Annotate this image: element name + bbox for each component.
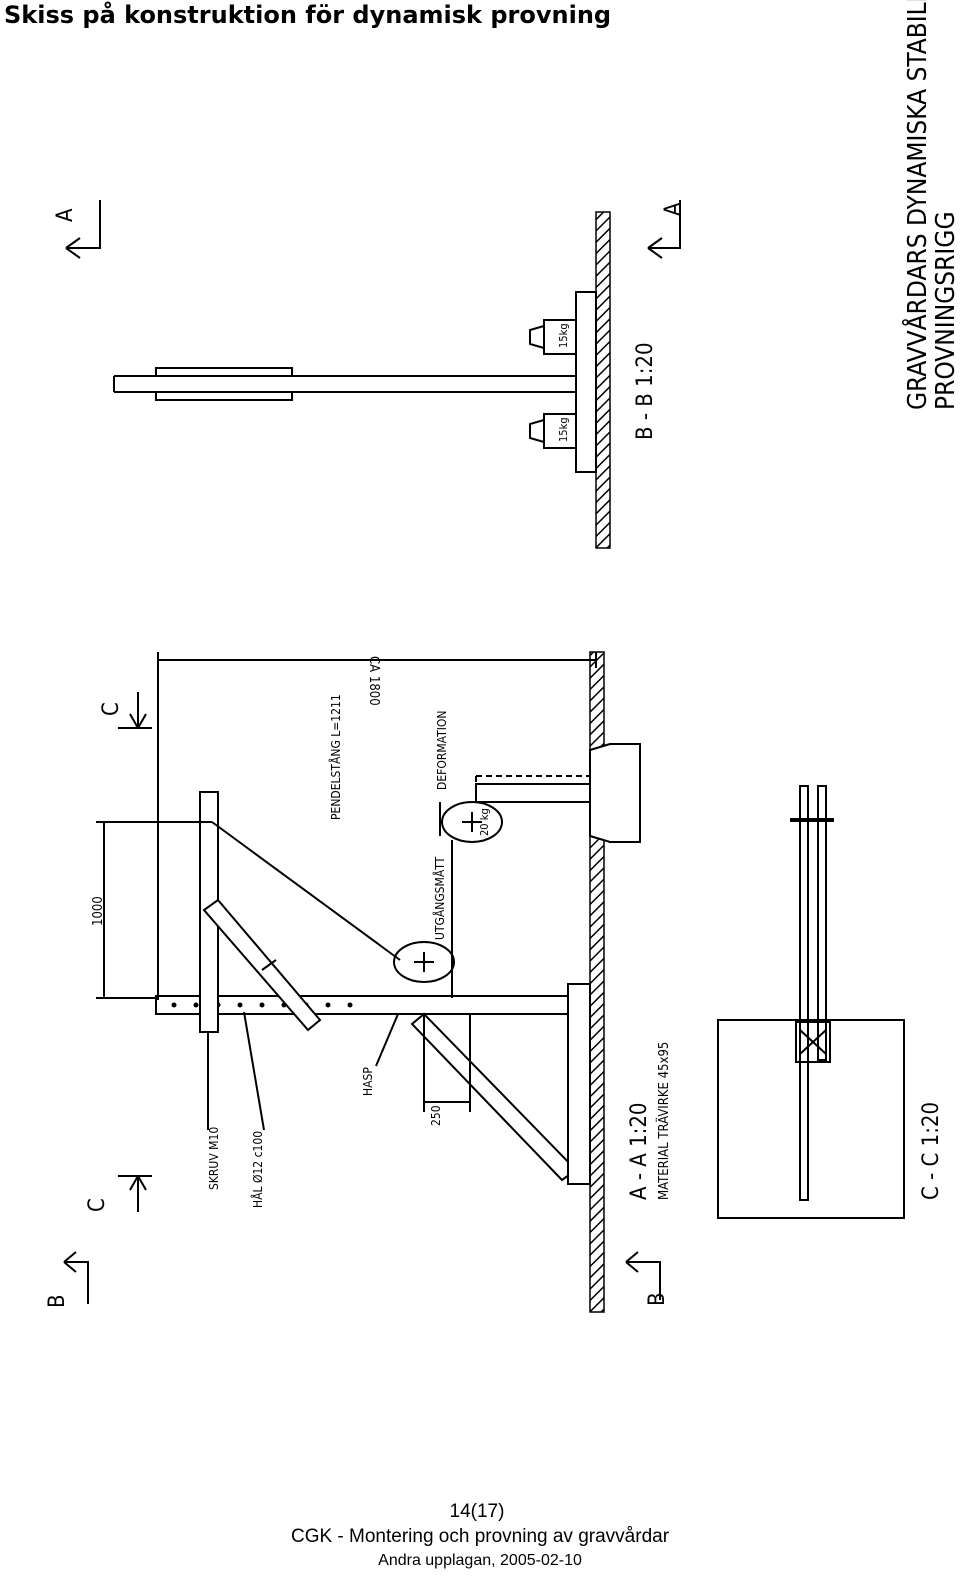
post-top-view (817, 785, 827, 1061)
label-skruv: SKRUV M10 (207, 1127, 221, 1190)
label-hal: HÅL Ø12 c100 (250, 1131, 265, 1208)
weight-15kg-right: 15kg (529, 413, 577, 449)
footer-title: CGK - Montering och provning av gravvård… (290, 1526, 670, 1547)
test-specimen (475, 783, 601, 803)
section-b-b-label: B - B 1:20 (633, 342, 658, 440)
section-marker-c (118, 692, 152, 729)
footer-edition: Andra upplagan, 2005-02-10 (378, 1552, 582, 1569)
dim-250: 250 (429, 1105, 443, 1126)
section-marker-b-label: B (45, 1294, 70, 1308)
upper-brace (202, 898, 322, 1032)
section-marker-b (625, 1251, 661, 1300)
lower-brace (410, 1012, 578, 1182)
brace-board (155, 367, 293, 377)
drawing-subtitle: PROVNINGSRIGG (931, 211, 960, 410)
swing-weight (393, 941, 455, 983)
bolt-holes (171, 1002, 353, 1008)
weight-15kg-label: 15kg (557, 417, 570, 442)
section-a-a: 20 kg CA 1800 1000 250 PENDELSTÅNG L=121… (45, 651, 672, 1313)
section-c-c: C - C 1:20 (717, 785, 944, 1219)
upright-beam (155, 995, 591, 1015)
target-weight (441, 801, 503, 843)
base-plate (575, 291, 597, 473)
label-utgangsmatt: UTGÅNGSMÅTT (432, 856, 447, 940)
section-marker-c-label: C (85, 1198, 110, 1212)
dim-1000: 1000 (91, 896, 106, 926)
page-title: Skiss på konstruktion för dynamisk provn… (4, 1, 612, 29)
section-marker-a (65, 200, 101, 259)
pendulum-rod (211, 821, 401, 961)
label-deformation: DEFORMATION (435, 711, 449, 790)
weight-15kg-label: 15kg (557, 323, 570, 348)
section-marker-a-label: A (53, 208, 78, 222)
post-top-view (799, 785, 809, 1201)
section-a-a-label: A - A 1:20 (627, 1102, 652, 1200)
label-hasp: HASP (361, 1067, 375, 1096)
base-platform (717, 1019, 905, 1219)
foot-beam (567, 983, 591, 1185)
label-pendelstang: PENDELSTÅNG L=1211 (328, 694, 343, 820)
page-number: 14(17) (449, 1501, 505, 1522)
section-marker-b (63, 1251, 89, 1304)
weight-15kg-left: 15kg (529, 319, 577, 355)
section-marker-a-label: A (661, 202, 686, 216)
section-marker-b-label: B (645, 1292, 670, 1306)
ground-hatch (595, 211, 611, 549)
dim-ca1800: CA 1800 (366, 656, 381, 706)
section-marker-a (647, 200, 681, 259)
target-weight-label: 20 kg (478, 808, 491, 836)
title-block: GRAVVÅRDARS DYNAMISKA STABILITET PROVNIN… (901, 0, 960, 410)
technical-drawing: GRAVVÅRDARS DYNAMISKA STABILITET PROVNIN… (45, 0, 960, 1313)
clamp-block (795, 1021, 831, 1063)
specimen-base (589, 743, 641, 843)
brace-board (155, 391, 293, 401)
section-b-b: 15kg 15kg B - B 1:20 A A (53, 200, 686, 549)
drawing-title: GRAVVÅRDARS DYNAMISKA STABILITET (901, 0, 933, 410)
section-c-c-label: C - C 1:20 (919, 1102, 944, 1200)
section-marker-c-label: C (99, 702, 124, 716)
material-label: MATERIAL TRÄVIRKE 45x95 (656, 1042, 672, 1200)
section-marker-c (118, 1175, 152, 1212)
